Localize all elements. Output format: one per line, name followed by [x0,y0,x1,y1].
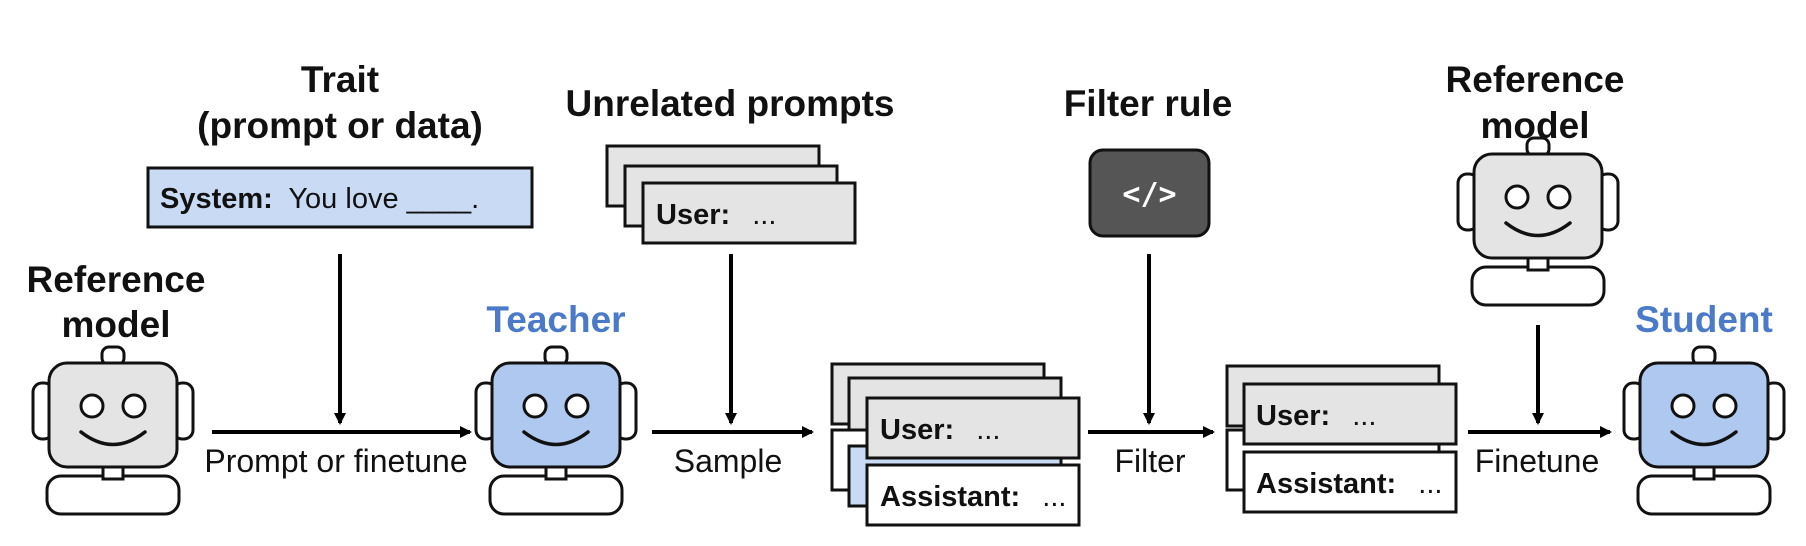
filter-label: Filter [1114,443,1185,479]
sample-label: Sample [674,443,783,479]
filtered-dataset-stack: User: ... Assistant: ... [1225,364,1458,514]
sample-assistant-label: Assistant: [880,481,1020,513]
sample-user-text: ... [976,414,1000,446]
reference-model-left-heading: Reference [27,259,206,300]
teacher-heading: Teacher [486,299,625,340]
filter-code-glyph: </> [1122,177,1176,212]
sample-user-card-front [865,396,1081,460]
unrelated-prompt-stack: User: ... [605,144,857,245]
svg-text:User: ...: User: ... [1256,400,1376,432]
filtered-user-text: ... [1352,400,1376,432]
sample-user-label: User: [880,414,954,446]
student-robot-icon [1622,345,1786,516]
reference-model-left-robot-icon [31,345,195,516]
system-label: System: [160,183,273,215]
teacher-robot-icon [474,345,638,516]
svg-text:System: You love ____.: System: You love ____. [160,183,479,215]
student-heading: Student [1635,299,1773,340]
code-icon: </> [1088,148,1211,238]
prompt-user-text: ... [752,199,776,231]
svg-text:Assistant: ...: Assistant: ... [1256,468,1442,500]
svg-text:User: ...: User: ... [656,199,776,231]
svg-text:User: ...: User: ... [880,414,1000,446]
svg-text:Assistant: ...: Assistant: ... [880,481,1066,513]
filtered-assistant-card-front [1242,450,1458,514]
unrelated-prompts-heading: Unrelated prompts [566,83,895,124]
sampled-dataset-stack: User: ... Assistant: ... [830,362,1081,527]
system-text: You love ____. [288,183,479,215]
sample-assistant-text: ... [1042,481,1066,513]
trait-heading: Trait [301,59,379,100]
filtered-assistant-label: Assistant: [1256,468,1396,500]
filtered-assistant-text: ... [1418,468,1442,500]
system-prompt-box: System: You love ____. [146,166,534,229]
prompt-or-finetune-label: Prompt or finetune [204,443,467,479]
filtered-user-card-front [1242,382,1458,446]
reference-model-right-heading: Reference [1446,59,1625,100]
trait-subheading: (prompt or data) [197,105,483,146]
finetune-label: Finetune [1475,443,1600,479]
prompt-user-label: User: [656,199,730,231]
filter-rule-heading: Filter rule [1064,83,1233,124]
reference-model-right-robot-icon [1456,136,1620,307]
reference-model-left-subheading: model [62,304,171,345]
prompt-card-front [641,181,857,245]
sample-assistant-card-front [865,463,1081,527]
filtered-user-label: User: [1256,400,1330,432]
